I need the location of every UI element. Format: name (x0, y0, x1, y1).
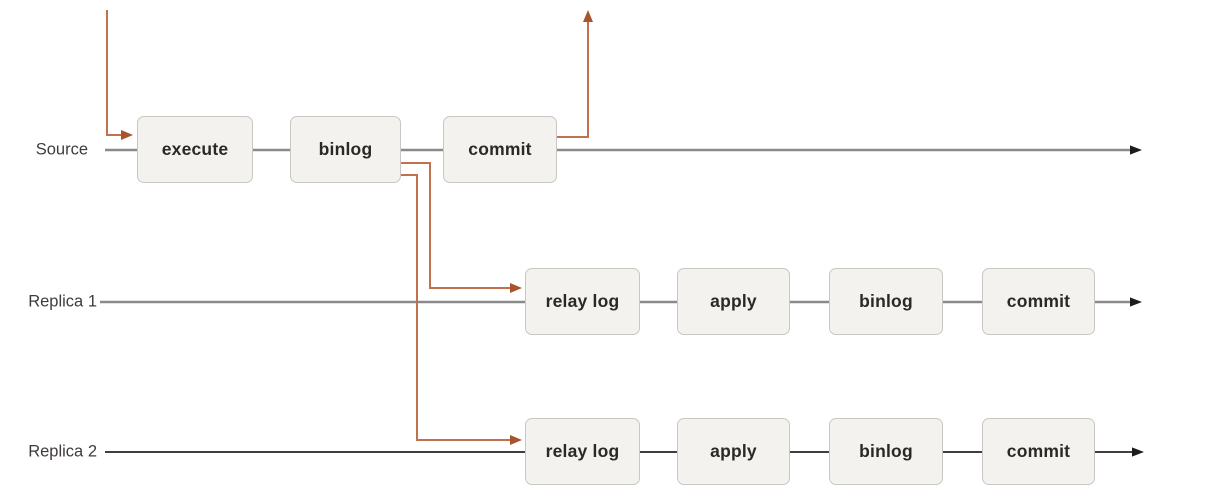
row-label-source: Source (35, 140, 88, 159)
row-label-replica1: Replica 1 (28, 292, 97, 311)
commit-ack-arrow (557, 10, 593, 138)
node-replica1-commit: commit (982, 268, 1095, 335)
node-replica1-binlog: binlog (829, 268, 943, 335)
node-replica2-relaylog: relay log (525, 418, 640, 485)
node-replica1-relaylog: relay log (525, 268, 640, 335)
node-replica2-apply: apply (677, 418, 790, 485)
binlog-to-replica2-arrow (401, 174, 522, 445)
client-request-arrow (106, 10, 133, 140)
node-replica2-commit: commit (982, 418, 1095, 485)
row-label-replica2: Replica 2 (28, 442, 97, 461)
node-source-execute: execute (137, 116, 253, 183)
node-source-binlog: binlog (290, 116, 401, 183)
node-replica1-apply: apply (677, 268, 790, 335)
binlog-to-replica1-arrow (401, 162, 522, 293)
node-source-commit: commit (443, 116, 557, 183)
node-replica2-binlog: binlog (829, 418, 943, 485)
